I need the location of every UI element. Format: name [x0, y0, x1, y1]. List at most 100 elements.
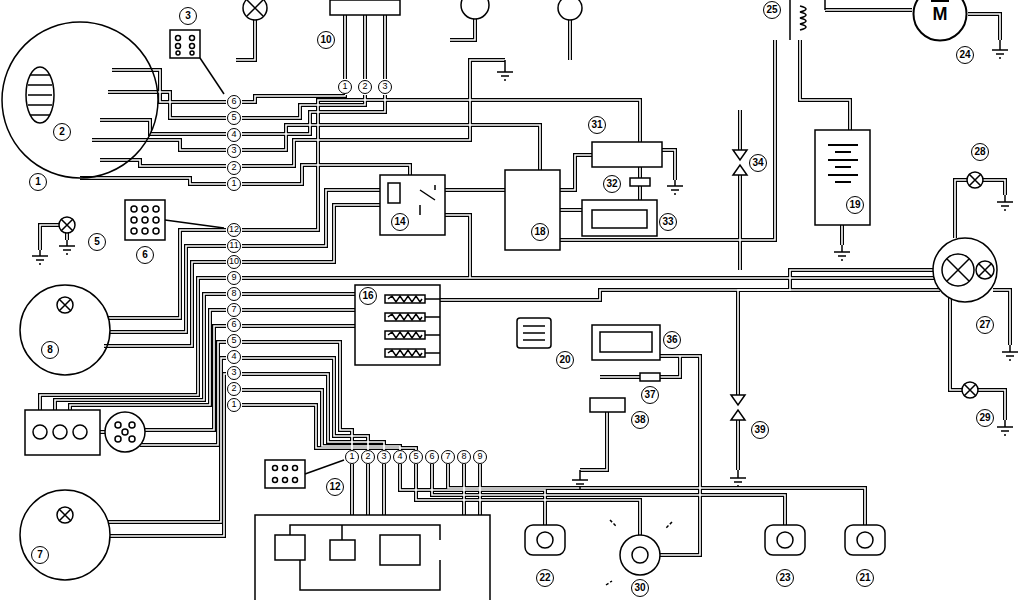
- callout-number: 12: [326, 478, 344, 496]
- component-outline: [131, 228, 137, 234]
- component-outline: [73, 425, 87, 439]
- pin-number: 2: [361, 450, 375, 464]
- component-outline: [142, 217, 148, 223]
- component-outline: [165, 220, 224, 228]
- pin-number: 7: [441, 450, 455, 464]
- wire-outline: [40, 10, 1010, 555]
- component-outline: [153, 217, 159, 223]
- component-outline: [330, 0, 400, 15]
- component-outline: [582, 200, 657, 236]
- component-outline: [388, 296, 422, 302]
- motor-bar: [931, 0, 949, 2]
- component-outline: [355, 285, 440, 365]
- component-outline: [26, 67, 54, 123]
- lamp-symbol: [61, 219, 73, 231]
- component-outline: [630, 178, 650, 186]
- component-outline: [190, 44, 195, 49]
- component-outline: [420, 185, 435, 215]
- ground-symbol: [32, 40, 1018, 488]
- component-outline: [190, 36, 195, 41]
- component-outline: [731, 395, 745, 420]
- component-outline: [461, 0, 489, 19]
- pin-number: 1: [227, 398, 241, 412]
- pin-number: 2: [227, 382, 241, 396]
- callout-number: 23: [776, 569, 794, 587]
- pin-number: 1: [338, 80, 352, 94]
- pin-number: 6: [425, 450, 439, 464]
- component-outline: [380, 535, 420, 565]
- component-outline: [933, 238, 997, 302]
- callout-number: 6: [136, 246, 154, 264]
- component-outline: [388, 332, 422, 338]
- component-outline: [845, 525, 885, 555]
- component-outline: [380, 175, 445, 235]
- lamp-symbol: [59, 217, 75, 233]
- component-outline: [640, 373, 660, 381]
- component-outline: [388, 314, 422, 320]
- component-outline: [176, 51, 180, 55]
- component-outline: [131, 206, 137, 212]
- pin-number: 3: [377, 450, 391, 464]
- lamp-symbol: [969, 174, 981, 186]
- pin-number: 11: [227, 239, 241, 253]
- pin-number: 4: [393, 450, 407, 464]
- component-outline: [620, 535, 660, 575]
- lamp-symbol: [57, 507, 73, 523]
- ground-symbol: [730, 470, 746, 486]
- callout-number: 34: [749, 154, 767, 172]
- component-outline: [537, 532, 553, 548]
- component-outline: [293, 466, 298, 471]
- callout-number: 28: [971, 143, 989, 161]
- callout-number: 36: [663, 331, 681, 349]
- callout-number: 1: [29, 173, 47, 191]
- callout-number: 31: [588, 116, 606, 134]
- component-outline: [777, 532, 793, 548]
- callout-number: 18: [531, 223, 549, 241]
- ground-symbol: [497, 60, 513, 80]
- component-outline: [129, 422, 135, 428]
- callout-number: 39: [751, 421, 769, 439]
- component-outline: [142, 228, 148, 234]
- component-outline: [125, 200, 165, 240]
- pin-number: 2: [358, 80, 372, 94]
- component-outline: [976, 261, 994, 279]
- component-outline: [243, 0, 267, 20]
- component-outline: [385, 295, 425, 303]
- component-outline: [592, 142, 662, 167]
- ground-symbol: [997, 420, 1013, 435]
- pin-number: 5: [409, 450, 423, 464]
- component-outline: [947, 259, 969, 281]
- lamp-symbol: [57, 172, 983, 523]
- callout-number: 19: [846, 196, 864, 214]
- component-outline: [385, 313, 425, 321]
- wire-core: [40, 10, 1010, 555]
- pin-number: 3: [227, 144, 241, 158]
- component-outline: [632, 547, 648, 563]
- component-outline: [600, 332, 652, 352]
- callout-number: 14: [391, 213, 409, 231]
- component-outline: [517, 318, 551, 348]
- callout-number: 27: [976, 316, 994, 334]
- callout-number: 29: [976, 409, 994, 427]
- component-outline: [425, 299, 440, 353]
- component-outline: [131, 217, 137, 223]
- component-outline: [606, 520, 672, 585]
- component-outline: [255, 515, 490, 600]
- component-outline: [28, 75, 52, 115]
- callout-number: 3: [179, 7, 197, 25]
- component-outline: [33, 425, 47, 439]
- component-outline: [170, 30, 200, 58]
- pin-number: 5: [227, 334, 241, 348]
- pin-number: 4: [227, 128, 241, 142]
- node-label: M: [933, 4, 948, 25]
- lamp-symbol: [57, 297, 73, 313]
- component-outline: [283, 466, 288, 471]
- component-outline: [53, 425, 67, 439]
- component-outline: [265, 460, 305, 488]
- component-outline: [592, 325, 660, 360]
- ground-symbol: [1002, 345, 1018, 360]
- pin-number: 6: [227, 95, 241, 109]
